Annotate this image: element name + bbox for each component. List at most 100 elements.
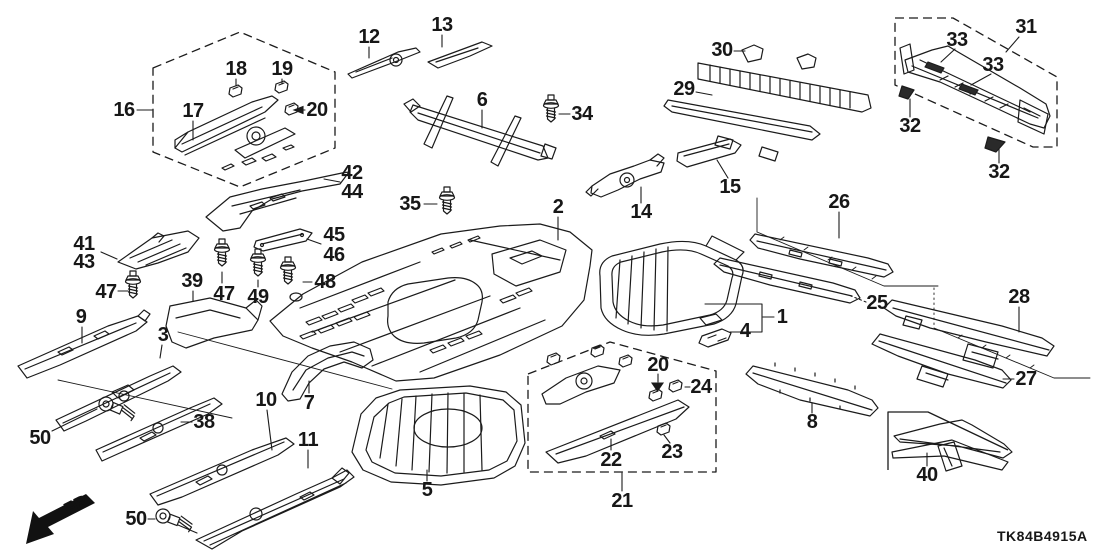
part-9-drawing — [17, 309, 151, 379]
part-45-46-drawing — [253, 228, 313, 252]
part-1-drawing — [599, 235, 745, 336]
callout-46: 46 — [323, 244, 345, 266]
part-48-nut — [289, 292, 303, 302]
part-40-drawing — [891, 419, 1013, 472]
grouping-boxes — [152, 17, 1058, 473]
callout-20: 20 — [306, 99, 328, 121]
part-35-bolt — [438, 186, 456, 215]
part-49-bolt — [249, 248, 267, 277]
part-41-43-drawing — [117, 230, 200, 270]
part-42-44-drawing — [205, 171, 350, 232]
callout-48: 48 — [314, 271, 336, 293]
callout-45: 45 — [323, 224, 345, 246]
callout-49: 49 — [247, 286, 269, 308]
part-4-drawing — [698, 328, 732, 348]
reference-line-25-26 — [756, 197, 939, 287]
part-47a-bolt — [124, 270, 142, 299]
callout-16: 16 — [113, 99, 135, 121]
part-23-drawing — [656, 422, 671, 436]
group-box-21 — [527, 341, 717, 473]
callout-28: 28 — [1008, 286, 1030, 308]
callout-33: 33 — [946, 29, 968, 51]
part-26-drawing — [749, 233, 894, 278]
part-11-drawing — [195, 467, 355, 550]
part-8-drawing — [745, 362, 879, 417]
part-5-drawing — [351, 385, 526, 486]
callout-20: 20 — [647, 354, 669, 376]
callout-41: 41 — [73, 233, 95, 255]
part-47b-bolt — [213, 238, 231, 267]
callout-50: 50 — [29, 427, 51, 449]
callout-5: 5 — [421, 479, 433, 501]
group-box-16 — [152, 31, 336, 188]
callout-44: 44 — [341, 181, 363, 203]
callout-11: 11 — [297, 429, 319, 451]
part-13-drawing — [427, 41, 493, 69]
callout-29: 29 — [673, 78, 695, 100]
callout-42: 42 — [341, 162, 363, 184]
group-box-31 — [894, 17, 1058, 148]
part-38-drawing — [95, 397, 223, 462]
part-29-drawing — [663, 99, 821, 162]
part-33a-drawing — [924, 61, 945, 74]
part-20b-clip-drawing — [648, 388, 663, 402]
part-32b-drawing — [984, 136, 1006, 153]
callout-33: 33 — [982, 54, 1004, 76]
callout-12: 12 — [358, 26, 380, 48]
part-10-drawing — [149, 437, 295, 506]
callout-26: 26 — [828, 191, 850, 213]
group-box-40 — [887, 411, 1009, 470]
callout-23: 23 — [661, 441, 683, 463]
part-18-drawing — [228, 84, 243, 98]
part-7-drawing — [281, 341, 374, 402]
part-6-drawing — [403, 95, 557, 167]
callout-43: 43 — [73, 251, 95, 273]
fr-direction-arrow — [26, 494, 95, 544]
callout-32: 32 — [988, 161, 1010, 183]
callout-32: 32 — [899, 115, 921, 137]
callout-9: 9 — [75, 306, 87, 328]
callout-22: 22 — [600, 449, 622, 471]
callout-19: 19 — [271, 58, 293, 80]
part-27-drawing — [871, 333, 1012, 389]
callout-24: 24 — [690, 376, 712, 398]
part-28-drawing — [883, 299, 1055, 369]
callout-35: 35 — [399, 193, 421, 215]
callout-3: 3 — [157, 324, 169, 346]
callout-14: 14 — [630, 201, 652, 223]
callout-13: 13 — [431, 14, 453, 36]
part-39-drawing — [165, 297, 263, 349]
callout-2: 2 — [552, 196, 564, 218]
callout-8: 8 — [806, 411, 818, 433]
part-25-drawing — [713, 257, 861, 304]
callout-18: 18 — [225, 58, 247, 80]
part-22-drawing — [541, 344, 690, 464]
part-12-drawing — [347, 47, 421, 79]
part-15-drawing — [676, 138, 742, 168]
reference-lines-left — [57, 331, 393, 419]
callout-25: 25 — [866, 292, 888, 314]
callout-10: 10 — [255, 389, 277, 411]
part-34-bolt — [542, 94, 560, 123]
callout-39: 39 — [181, 270, 203, 292]
callout-17: 17 — [182, 100, 204, 122]
part-30-drawing — [697, 44, 872, 113]
part-48-bolt — [279, 256, 297, 285]
part-24-drawing — [668, 379, 683, 393]
reference-line-27-28 — [933, 287, 1091, 379]
diagram-code: TK84B4915A — [997, 528, 1088, 544]
callout-4: 4 — [739, 320, 751, 342]
callout-21: 21 — [611, 490, 633, 512]
callout-47: 47 — [95, 281, 117, 303]
callout-34: 34 — [571, 103, 593, 125]
callout-7: 7 — [303, 392, 315, 414]
part-50b-bolt — [153, 507, 195, 533]
callout-50: 50 — [125, 508, 147, 530]
callout-38: 38 — [193, 411, 215, 433]
callout-6: 6 — [476, 89, 488, 111]
leader-lines — [51, 34, 1020, 534]
parts-drawing — [17, 41, 1091, 550]
part-3-drawing — [55, 365, 182, 432]
